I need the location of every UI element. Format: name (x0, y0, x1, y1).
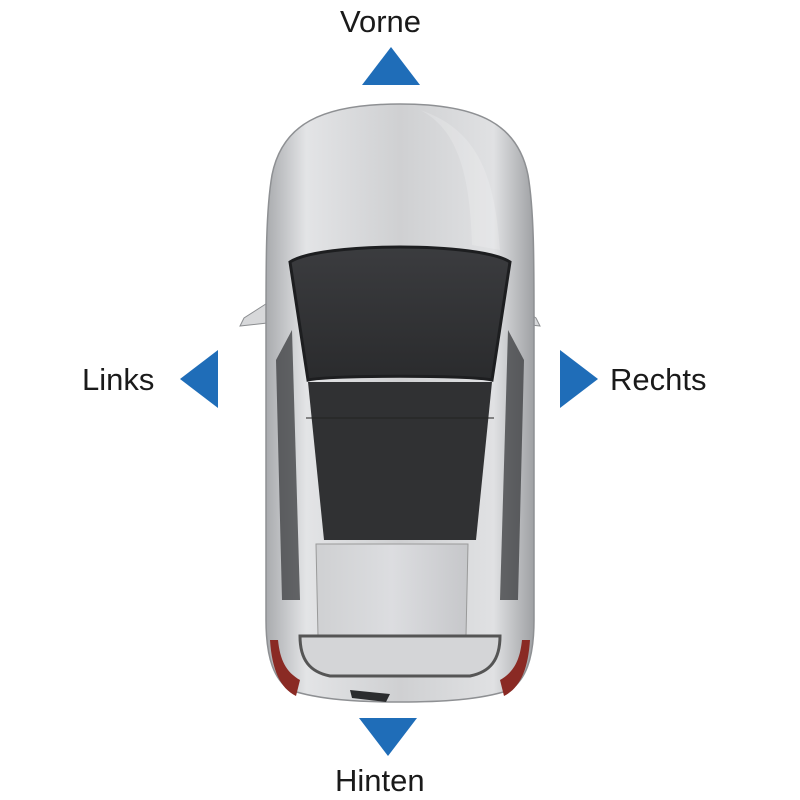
left-arrow-icon (180, 350, 218, 408)
left-label: Links (82, 362, 155, 397)
right-label: Rechts (610, 362, 707, 397)
rear-arrow-icon (359, 718, 417, 756)
rear-label: Hinten (335, 763, 425, 798)
right-arrow-icon (560, 350, 598, 408)
front-label: Vorne (340, 4, 422, 39)
front-arrow-icon (362, 47, 420, 85)
